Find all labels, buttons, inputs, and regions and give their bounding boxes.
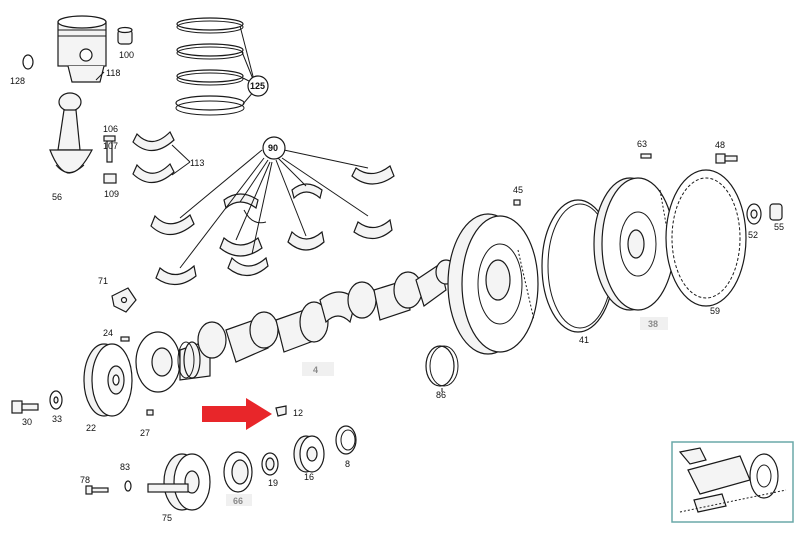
rod-nut[interactable] (103, 173, 117, 184)
label-66: 66 (233, 496, 243, 506)
label-4: 4 (313, 365, 318, 375)
label-19: 19 (268, 478, 278, 488)
washer[interactable] (49, 390, 63, 410)
piston[interactable] (57, 15, 107, 83)
bracket[interactable] (111, 287, 137, 313)
callout-90: 90 (179, 136, 369, 269)
label-90: 90 (268, 143, 278, 153)
label-30: 30 (22, 417, 32, 427)
oil-seal-86[interactable] (425, 345, 459, 387)
washer-83[interactable] (124, 480, 132, 492)
flywheel-hub[interactable] (447, 213, 539, 355)
flywheel[interactable] (593, 177, 677, 311)
crankshaft-sprocket-hub[interactable] (147, 453, 211, 511)
label-16: 16 (304, 472, 314, 482)
ring-gear[interactable] (665, 169, 747, 307)
rod-bearing-shells[interactable] (132, 130, 175, 184)
label-22: 22 (86, 423, 96, 433)
flywheel-bolt[interactable] (715, 153, 738, 164)
label-52: 52 (748, 230, 758, 240)
label-83: 83 (120, 462, 130, 472)
piston-rings[interactable] (175, 17, 245, 116)
label-59: 59 (710, 306, 720, 316)
pin-63[interactable] (640, 153, 652, 159)
label-86: 86 (436, 390, 446, 400)
label-109: 109 (104, 189, 119, 199)
label-8: 8 (345, 459, 350, 469)
rod-bolt[interactable] (103, 135, 116, 163)
callout-125: 125 (239, 25, 269, 105)
spacer-19[interactable] (261, 452, 279, 476)
label-71: 71 (98, 276, 108, 286)
circlip[interactable] (22, 54, 34, 70)
key-12[interactable] (275, 405, 287, 417)
central-bolt[interactable] (11, 400, 39, 414)
label-63: 63 (637, 139, 647, 149)
label-125: 125 (250, 81, 265, 91)
highlight-arrow (202, 398, 272, 430)
label-107: 107 (103, 141, 118, 151)
vibration-damper[interactable] (83, 343, 133, 417)
label-33: 33 (52, 414, 62, 424)
label-27: 27 (140, 428, 150, 438)
label-45: 45 (513, 185, 523, 195)
label-41: 41 (579, 335, 589, 345)
crankshaft[interactable] (135, 259, 457, 393)
overview-thumbnail-icon (678, 447, 787, 513)
bolt-78[interactable] (85, 485, 109, 495)
bearing-52[interactable] (746, 203, 762, 225)
bush-55[interactable] (769, 203, 783, 221)
dowel-pin[interactable] (146, 409, 154, 416)
label-78: 78 (80, 475, 90, 485)
label-100: 100 (119, 50, 134, 60)
gear-16[interactable] (293, 435, 325, 473)
main-bearing-shells[interactable] (150, 165, 395, 286)
label-128: 128 (10, 76, 25, 86)
piston-pin[interactable] (117, 26, 133, 45)
label-12: 12 (293, 408, 303, 418)
pin-45[interactable] (513, 199, 521, 206)
seal-ring-8[interactable] (335, 425, 357, 455)
label-38: 38 (648, 319, 658, 329)
spacer-ring[interactable] (223, 451, 253, 493)
label-118: 118 (106, 68, 120, 78)
overview-thumbnail[interactable] (671, 441, 794, 523)
label-48: 48 (715, 140, 725, 150)
label-55: 55 (774, 222, 784, 232)
label-75: 75 (162, 513, 172, 523)
label-113: 113 (190, 158, 204, 168)
connecting-rod[interactable] (49, 92, 93, 174)
woodruff-key[interactable] (120, 336, 130, 342)
label-106: 106 (103, 124, 118, 134)
crankshaft-gear[interactable] (177, 341, 201, 379)
label-56: 56 (52, 192, 62, 202)
label-24: 24 (103, 328, 113, 338)
